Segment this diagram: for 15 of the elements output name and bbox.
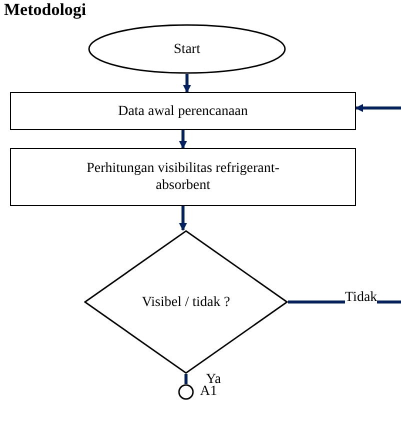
terminal-ellipse bbox=[88, 24, 286, 74]
process-box bbox=[10, 92, 356, 130]
edge-label: Tidak bbox=[345, 290, 378, 306]
arrow bbox=[355, 104, 401, 112]
process-box bbox=[10, 148, 356, 206]
arrow bbox=[179, 206, 187, 231]
node-label: Visibel / tidak ? bbox=[142, 294, 230, 310]
decision-diamond bbox=[84, 230, 288, 374]
node-label: Start bbox=[174, 40, 200, 58]
connector-circle bbox=[178, 384, 194, 400]
node-label: Data awal perencanaan bbox=[118, 102, 248, 120]
arrow bbox=[183, 74, 191, 93]
node-label: Perhitungan visibilitas refrigerant-absorbent bbox=[86, 160, 280, 194]
heading: Metodologi bbox=[4, 0, 86, 20]
arrow bbox=[179, 130, 187, 149]
